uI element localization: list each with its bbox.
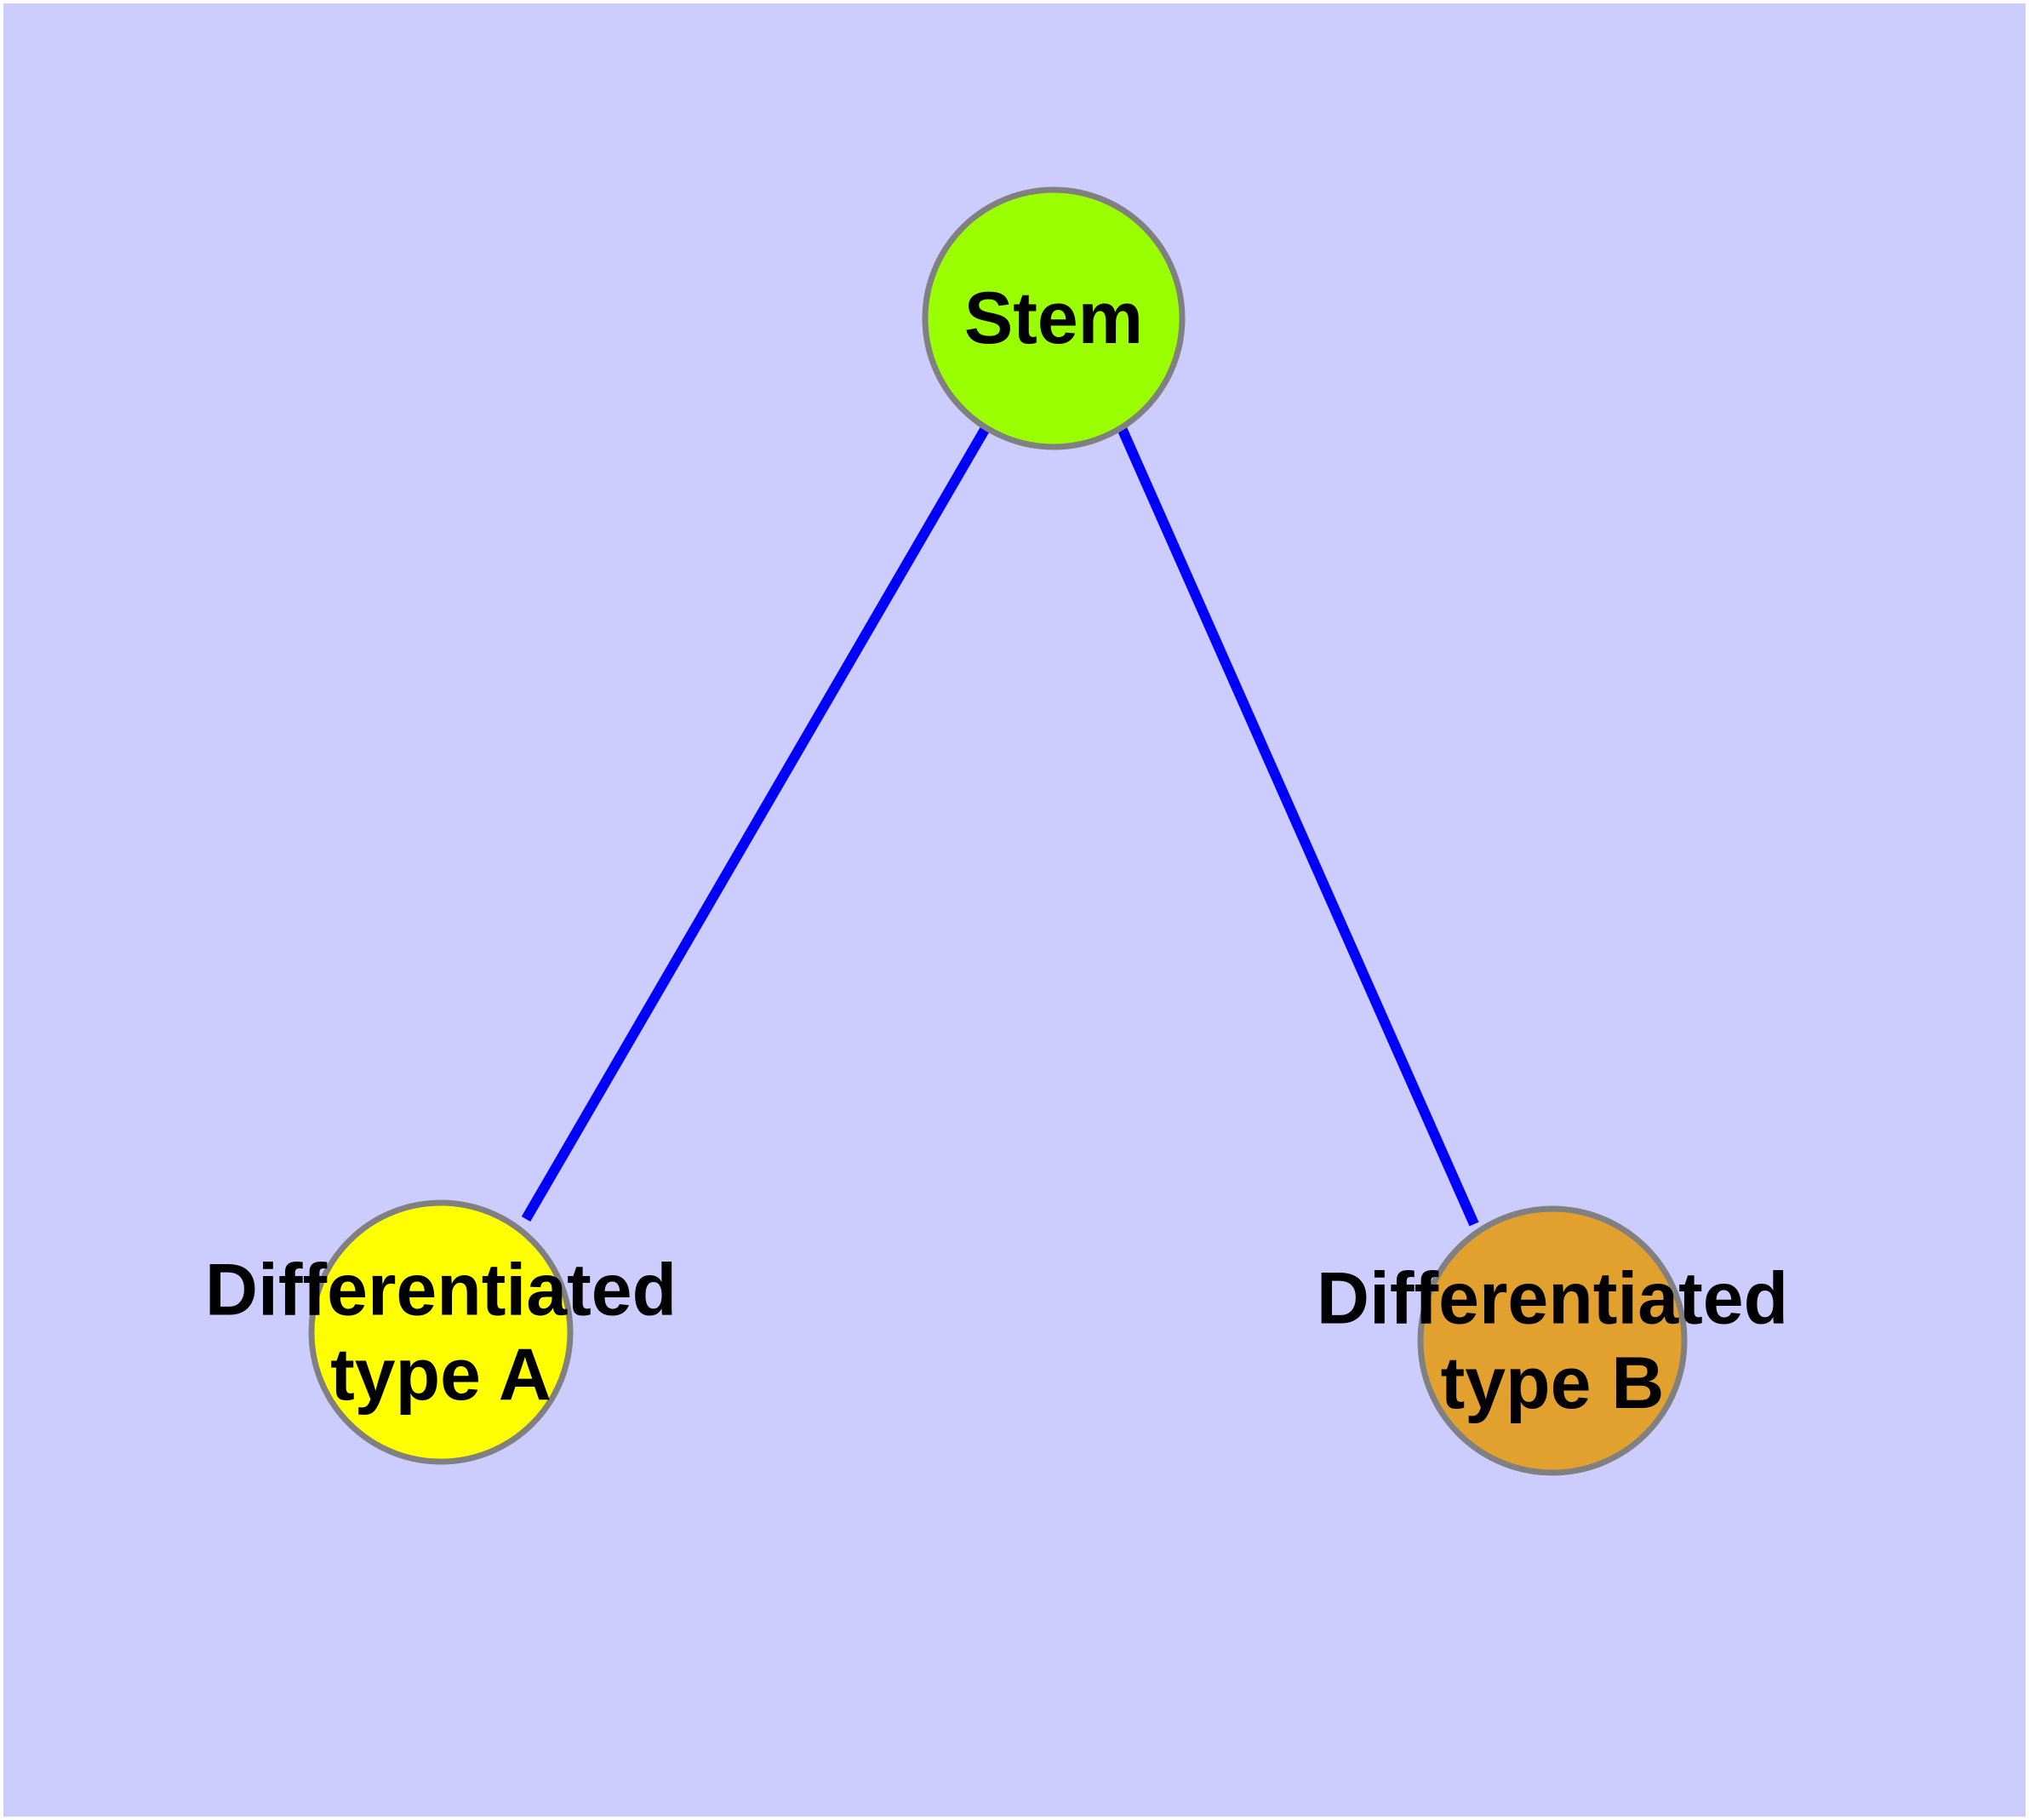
nodes-layer xyxy=(308,186,1688,1476)
edges-layer xyxy=(521,425,1479,1227)
node-differentiated-type-b[interactable] xyxy=(1417,1205,1688,1476)
edge-stem-to-differentiated-type-a[interactable] xyxy=(521,425,991,1222)
node-label-stem: Stem xyxy=(964,278,1143,359)
node-circle-differentiated-type-b[interactable] xyxy=(1417,1205,1688,1476)
edge-stem-to-differentiated-type-b[interactable] xyxy=(1117,426,1479,1227)
node-circle-differentiated-type-a[interactable] xyxy=(308,1199,574,1465)
node-stem[interactable] xyxy=(922,186,1186,450)
node-circle-stem[interactable] xyxy=(922,186,1186,450)
node-differentiated-type-a[interactable] xyxy=(308,1199,574,1465)
